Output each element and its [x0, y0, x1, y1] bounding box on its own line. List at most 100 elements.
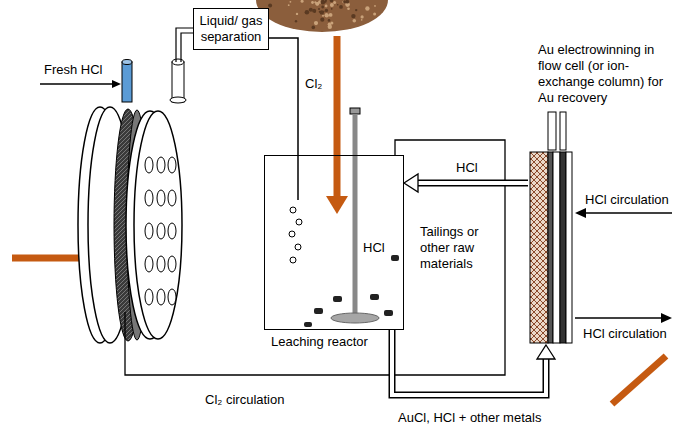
- gas-sparger: [289, 155, 302, 263]
- edge-label: AuCl, HCl + other metals: [397, 410, 542, 426]
- ore-grain: [330, 0, 334, 2]
- ore-grain: [343, 0, 346, 3]
- ore-particles: [304, 255, 399, 327]
- ore-grain: [309, 8, 313, 12]
- pipe-inner: [417, 181, 528, 185]
- pipe-outline: [417, 180, 528, 187]
- cell-hole: [157, 157, 165, 173]
- ore-grain: [268, 4, 272, 8]
- cell-hole: [157, 223, 165, 239]
- ore-grain: [337, 4, 339, 6]
- edge-label: Cl₂: [304, 76, 323, 92]
- ore-grain: [328, 19, 331, 22]
- arrow-heads: [404, 174, 418, 192]
- ore-grain: [314, 11, 316, 13]
- flow-label: Cl₂ circulation: [205, 392, 284, 408]
- ore-grain: [373, 13, 376, 16]
- electrode: [560, 152, 566, 343]
- ore-grain: [288, 4, 290, 6]
- pipe-inner: [392, 330, 546, 395]
- ore-grain: [321, 0, 326, 5]
- arrow-head: [404, 174, 418, 192]
- ore-grain: [295, 20, 297, 22]
- feed-arrow: [326, 36, 348, 214]
- ore-grain: [290, 1, 292, 3]
- flow-cell-tubes: [548, 112, 566, 150]
- pipe-connector: [404, 174, 528, 192]
- ore-grain: [325, 13, 329, 17]
- ore-grain: [320, 10, 324, 14]
- ore-grain: [365, 6, 369, 10]
- ore-grain: [331, 8, 333, 10]
- cell-hole: [168, 190, 176, 206]
- inlet-arrow: [40, 80, 121, 88]
- cell-hole: [168, 289, 176, 305]
- ore-grain: [301, 0, 304, 3]
- flow-cell-drawing: [528, 150, 574, 345]
- separator-box: Liquid/ gas separation: [193, 8, 269, 50]
- ore-grain: [312, 26, 316, 30]
- reactor-tank: HClLeaching reactor: [264, 155, 404, 330]
- ore-grain: [361, 19, 363, 21]
- cell-hole: [145, 256, 153, 272]
- cell-hole: [157, 190, 165, 206]
- edge-label: HCl: [455, 160, 479, 176]
- arrow-head: [537, 345, 555, 359]
- circulation-pipe: [125, 140, 505, 375]
- end-plate: [566, 152, 572, 343]
- flow-label: HCl circulation: [585, 192, 669, 208]
- callout-label: Tailings or other raw materials: [420, 224, 494, 272]
- cell-hole: [145, 157, 153, 173]
- ore-grain: [361, 15, 364, 18]
- ore-grain: [374, 5, 376, 7]
- circulation-arrows: [575, 208, 672, 323]
- membrane: [548, 152, 553, 343]
- cell-hole: [145, 289, 153, 305]
- cell-hole: [157, 289, 165, 305]
- pipe-outline: [392, 330, 546, 395]
- node-text: Leaching reactor: [271, 334, 368, 350]
- ore-grain: [329, 13, 333, 17]
- channel: [553, 152, 560, 343]
- electrolysis-cell: [78, 107, 182, 343]
- ore-grain: [351, 14, 355, 18]
- cell-hole: [168, 223, 176, 239]
- gas-connector: [269, 38, 298, 155]
- electrode: [530, 152, 548, 343]
- cell-hole: [157, 256, 165, 272]
- ore-grain: [339, 5, 343, 9]
- ore-grain: [305, 10, 310, 15]
- ore-grain: [296, 13, 298, 15]
- heading-text: Au electrowinning in flow cell (or ion-e…: [538, 42, 668, 106]
- ore-grain: [355, 9, 357, 11]
- flow-cell: Au electrowinning in flow cell (or ion-e…: [528, 150, 574, 345]
- node-text: Liquid/ gas separation: [199, 13, 263, 45]
- stirrer: [331, 108, 379, 323]
- arrow-heads: [537, 345, 555, 359]
- ore-grain: [347, 7, 350, 10]
- ore-grain: [353, 19, 357, 23]
- ore-grain: [320, 18, 324, 22]
- cell-hole: [145, 223, 153, 239]
- ore-grain: [311, 1, 314, 4]
- ore-grain: [328, 25, 332, 29]
- gas-pipe: [176, 28, 193, 62]
- ore-grain: [325, 9, 328, 12]
- node-text: HCl: [363, 240, 385, 256]
- cell-hole: [168, 256, 176, 272]
- ore-grain: [333, 1, 336, 4]
- ore-pile: [256, 0, 388, 32]
- flow-label: HCl circulation: [583, 326, 667, 342]
- ore-grain: [314, 21, 318, 25]
- cell-ports: [122, 59, 186, 103]
- ore-grain: [322, 15, 324, 17]
- ore-grain: [330, 3, 334, 7]
- ore-grain: [325, 5, 328, 8]
- ore-grain: [321, 6, 324, 9]
- product-arrow: [612, 356, 666, 404]
- inlet-label: Fresh HCl: [44, 62, 103, 78]
- cell-holes: [145, 157, 176, 305]
- cell-hole: [168, 157, 176, 173]
- cell-hole: [145, 190, 153, 206]
